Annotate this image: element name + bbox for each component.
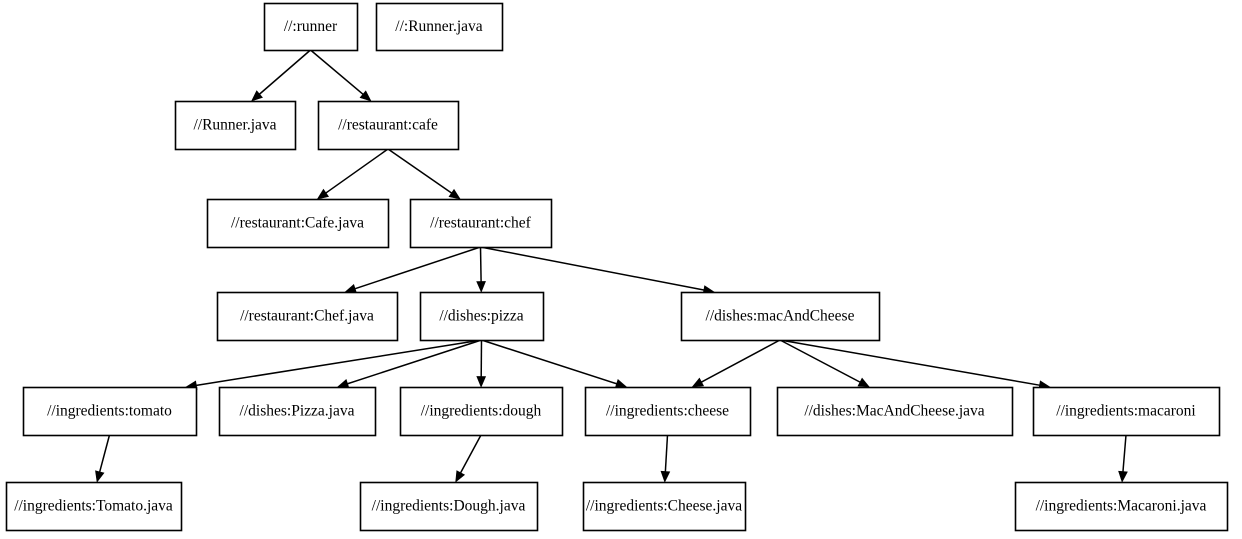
node-box-ingredients-tomato-java	[5, 481, 183, 532]
node-label-dishes-pizza: //dishes:pizza	[439, 308, 523, 325]
node-box-dishes-pizza-java	[218, 386, 377, 437]
node-box-dishes-pizza	[419, 291, 545, 342]
node-box-ingredients-tomato	[22, 386, 198, 437]
edge-restaurant-chef-to-dishes-macandcheese	[480, 246, 704, 291]
arrowhead-dishes-pizza-to-ingredients-dough	[476, 376, 487, 388]
node-label-restaurant-cafe-java: //restaurant:Cafe.java	[231, 215, 364, 232]
node-box-dishes-macandcheese	[680, 291, 881, 342]
node-label-ingredients-dough-java: //ingredients:Dough.java	[372, 498, 526, 515]
arrowhead-runner-to-runner-java	[251, 90, 263, 102]
arrowhead-dishes-macandcheese-to-dishes-macandcheese-java	[857, 377, 870, 388]
node-label-ingredients-dough: //ingredients:dough	[421, 403, 542, 420]
node-box-ingredients-cheese	[584, 386, 752, 437]
node-box-restaurant-chef-java	[216, 291, 399, 342]
node-label-ingredients-cheese: //ingredients:cheese	[606, 403, 729, 420]
arrowhead-dishes-pizza-to-dishes-pizza-java	[336, 379, 350, 389]
arrowhead-restaurant-chef-to-restaurant-chef-java	[344, 283, 357, 294]
arrowhead-dishes-pizza-to-ingredients-cheese	[614, 379, 628, 389]
node-box-runner	[263, 2, 359, 52]
node-restaurant-cafe-java[interactable]: //restaurant:Cafe.java	[206, 198, 390, 249]
edge-ingredients-dough-to-ingredients-dough-java	[459, 434, 482, 474]
node-box-restaurant-chef	[409, 198, 553, 249]
edge-dishes-macandcheese-to-ingredients-macaroni	[779, 339, 1040, 386]
edge-restaurant-chef-to-restaurant-chef-java	[354, 246, 481, 290]
node-label-ingredients-macaroni: //ingredients:macaroni	[1056, 403, 1196, 420]
node-box-restaurant-cafe	[317, 100, 460, 151]
edge-ingredients-tomato-to-ingredients-tomato-java	[98, 434, 111, 473]
node-ingredients-macaroni-java[interactable]: //ingredients:Macaroni.java	[1014, 481, 1229, 532]
node-dishes-macandcheese[interactable]: //dishes:macAndCheese	[680, 291, 881, 342]
edge-runner-to-restaurant-cafe	[310, 49, 364, 95]
node-label-runner-java: //Runner.java	[193, 117, 276, 134]
node-label-restaurant-chef: //restaurant:chef	[430, 215, 532, 232]
node-restaurant-chef[interactable]: //restaurant:chef	[409, 198, 553, 249]
node-ingredients-tomato[interactable]: //ingredients:tomato	[22, 386, 198, 437]
node-dishes-macandcheese-java[interactable]: //dishes:MacAndCheese.java	[776, 386, 1014, 437]
node-box-ingredients-dough	[399, 386, 564, 437]
node-dishes-pizza-java[interactable]: //dishes:Pizza.java	[218, 386, 377, 437]
arrowhead-restaurant-cafe-to-restaurant-cafe-java	[316, 188, 330, 200]
edge-dishes-macandcheese-to-ingredients-cheese	[701, 339, 781, 383]
arrowhead-ingredients-dough-to-ingredients-dough-java	[455, 470, 466, 483]
arrowhead-ingredients-macaroni-to-ingredients-macaroni-java	[1118, 470, 1128, 483]
node-box-ingredients-dough-java	[359, 481, 539, 532]
node-ingredients-cheese[interactable]: //ingredients:cheese	[584, 386, 752, 437]
node-label-restaurant-cafe: //restaurant:cafe	[338, 117, 438, 134]
edge-restaurant-chef-to-dishes-pizza	[479, 246, 482, 282]
edge-dishes-pizza-to-ingredients-cheese	[481, 339, 617, 385]
node-box-root-runner-java	[375, 2, 504, 52]
node-box-ingredients-macaroni	[1032, 386, 1221, 437]
edge-ingredients-macaroni-to-ingredients-macaroni-java	[1122, 434, 1127, 472]
node-runner-java[interactable]: //Runner.java	[174, 100, 297, 151]
node-box-dishes-macandcheese-java	[776, 386, 1014, 437]
node-label-ingredients-macaroni-java: //ingredients:Macaroni.java	[1036, 498, 1207, 515]
node-restaurant-cafe[interactable]: //restaurant:cafe	[317, 100, 460, 151]
node-box-runner-java	[174, 100, 297, 151]
node-label-ingredients-cheese-java: //ingredients:Cheese.java	[586, 498, 742, 515]
node-ingredients-dough-java[interactable]: //ingredients:Dough.java	[359, 481, 539, 532]
arrowhead-dishes-macandcheese-to-ingredients-cheese	[691, 377, 705, 388]
edge-restaurant-cafe-to-restaurant-chef	[387, 148, 452, 194]
node-label-runner: //:runner	[284, 18, 338, 35]
edge-restaurant-cafe-to-restaurant-cafe-java	[325, 148, 389, 194]
node-ingredients-dough[interactable]: //ingredients:dough	[399, 386, 564, 437]
node-box-ingredients-macaroni-java	[1014, 481, 1229, 532]
node-box-restaurant-cafe-java	[206, 198, 390, 249]
edge-ingredients-cheese-to-ingredients-cheese-java	[664, 434, 669, 472]
node-label-ingredients-tomato: //ingredients:tomato	[47, 403, 172, 420]
edge-dishes-macandcheese-to-dishes-macandcheese-java	[779, 339, 861, 383]
node-restaurant-chef-java[interactable]: //restaurant:Chef.java	[216, 291, 399, 342]
node-label-restaurant-chef-java: //restaurant:Chef.java	[240, 308, 374, 325]
node-runner[interactable]: //:runner	[263, 2, 359, 52]
arrowhead-restaurant-cafe-to-restaurant-chef	[448, 188, 461, 200]
node-ingredients-tomato-java[interactable]: //ingredients:Tomato.java	[5, 481, 183, 532]
edge-runner-to-runner-java	[259, 49, 311, 95]
node-label-root-runner-java: //:Runner.java	[395, 18, 483, 35]
edge-dishes-pizza-to-ingredients-tomato	[196, 339, 482, 387]
node-label-ingredients-tomato-java: //ingredients:Tomato.java	[14, 498, 173, 515]
arrowhead-restaurant-chef-to-dishes-pizza	[476, 281, 486, 293]
node-box-ingredients-cheese-java	[582, 481, 747, 532]
arrowhead-ingredients-tomato-to-ingredients-tomato-java	[95, 470, 105, 483]
arrowhead-runner-to-restaurant-cafe	[359, 90, 372, 102]
edge-dishes-pizza-to-dishes-pizza-java	[347, 339, 482, 385]
node-label-dishes-pizza-java: //dishes:Pizza.java	[240, 403, 355, 420]
node-root-runner-java[interactable]: //:Runner.java	[375, 2, 504, 52]
node-dishes-pizza[interactable]: //dishes:pizza	[419, 291, 545, 342]
arrowhead-ingredients-cheese-to-ingredients-cheese-java	[660, 470, 671, 483]
node-label-dishes-macandcheese: //dishes:macAndCheese	[706, 308, 855, 325]
node-label-dishes-macandcheese-java: //dishes:MacAndCheese.java	[804, 403, 984, 420]
node-ingredients-macaroni[interactable]: //ingredients:macaroni	[1032, 386, 1221, 437]
node-ingredients-cheese-java[interactable]: //ingredients:Cheese.java	[582, 481, 747, 532]
node-layer: //:runner //:Runner.java //Runner.java //re…	[5, 2, 1229, 532]
